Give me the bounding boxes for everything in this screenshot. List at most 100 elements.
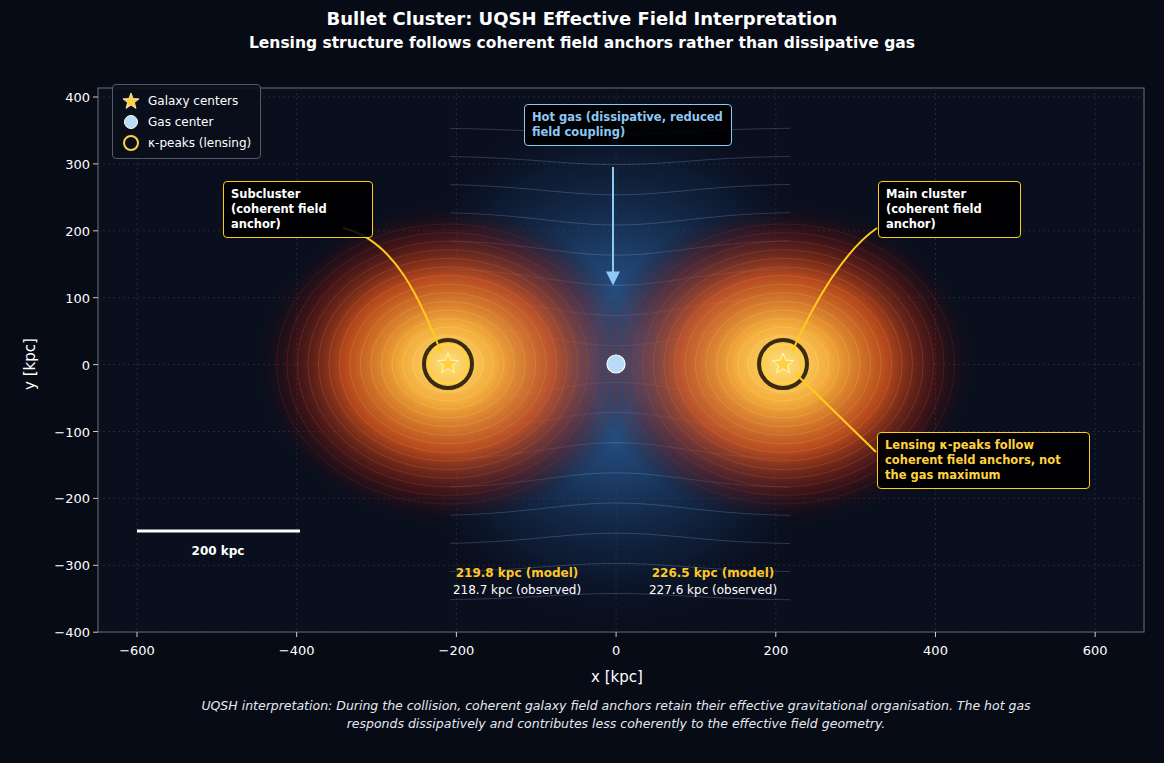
contour-line (664, 267, 902, 461)
gas-contour (450, 184, 790, 194)
legend-swatch (122, 113, 140, 131)
tick-label: −100 (54, 424, 90, 439)
contour-line (748, 336, 818, 392)
contour-line (371, 301, 525, 426)
axis-label: y [kpc] (21, 338, 39, 390)
contour-line (413, 336, 483, 392)
tick-label: 0 (612, 643, 620, 658)
gas-contour (450, 156, 790, 164)
tick-label: 400 (65, 90, 90, 105)
tick-mark (93, 163, 98, 164)
leader-lines (343, 167, 877, 452)
tick-mark (93, 230, 98, 231)
grid-line (98, 632, 1144, 633)
lensing-contours (277, 224, 955, 504)
tick-mark (1095, 632, 1096, 637)
contour-line (696, 293, 871, 435)
tick-label: 600 (1083, 643, 1108, 658)
peak-shadow (424, 340, 472, 388)
kappa-peak-ring (764, 345, 802, 383)
contour-line (717, 310, 850, 418)
contour-line (277, 224, 620, 504)
legend-entry: Gas center (122, 111, 251, 132)
title: Bullet Cluster: UQSH Effective Field Int… (327, 8, 838, 29)
contour-line (727, 319, 839, 410)
legend-text: Galaxy centers (148, 94, 238, 108)
peak-shadow (759, 340, 807, 388)
leader-line (792, 228, 877, 352)
tick-label: 100 (65, 290, 90, 305)
tick-label: 0 (82, 357, 90, 372)
contour-line (403, 327, 494, 401)
contour-line (350, 284, 546, 444)
tick-mark (775, 632, 776, 637)
contour-line (382, 310, 515, 418)
tick-mark (935, 632, 936, 637)
tick-label: −400 (54, 625, 90, 640)
contour-line (675, 276, 892, 453)
contour-line (329, 267, 567, 461)
callout-text: Hot gas (dissipative, reduced field coup… (532, 110, 724, 140)
contour-line (685, 284, 881, 444)
gas-contour (450, 533, 790, 543)
leader-line (796, 374, 876, 452)
legend-text: Gas center (148, 115, 213, 129)
peaks (424, 340, 807, 388)
tick-mark (93, 364, 98, 365)
callout-box: Main cluster (coherent field anchor) (878, 181, 1021, 238)
tick-mark (93, 632, 98, 633)
legend-star (123, 93, 139, 108)
plot-frame (98, 88, 1144, 632)
axis-label: x [kpc] (591, 668, 643, 686)
callout-text: Main cluster (coherent field anchor) (886, 187, 1013, 232)
tick-label: −600 (119, 643, 155, 658)
scale-label: 200 kpc (192, 544, 245, 558)
grid-line (1095, 88, 1096, 632)
tick-mark (93, 498, 98, 499)
tick-mark (93, 431, 98, 432)
tick-mark (456, 632, 457, 637)
contour-line (654, 258, 913, 469)
tick-mark (296, 632, 297, 637)
tick-label: 400 (923, 643, 948, 658)
grid-line (137, 88, 138, 632)
legend-text: κ-peaks (lensing) (148, 136, 251, 150)
kappa-peak-ring (429, 345, 467, 383)
subcluster-blob (258, 204, 638, 524)
callout-box: Hot gas (dissipative, reduced field coup… (524, 104, 732, 146)
leader-line (343, 228, 441, 352)
galaxy-center-star (438, 353, 459, 373)
tick-label: 300 (65, 156, 90, 171)
callout-box: Subcluster (coherent field anchor) (223, 181, 373, 238)
legend: Galaxy centersGas center κ-peaks (lensing… (112, 84, 261, 159)
model-distance: 226.5 kpc (model) (652, 566, 775, 580)
contour-line (319, 258, 578, 469)
contour-line (287, 233, 609, 496)
tick-label: −200 (439, 643, 475, 658)
tick-mark (93, 97, 98, 98)
callout-text: Subcluster (coherent field anchor) (231, 187, 365, 232)
contour-line (308, 250, 588, 478)
callout-text: Lensing κ-peaks follow coherent field an… (885, 438, 1082, 483)
tick-label: 200 (763, 643, 788, 658)
tick-label: −200 (54, 491, 90, 506)
grid (98, 88, 1144, 632)
contour-line (361, 293, 536, 435)
axis-ticks (93, 97, 1095, 637)
galaxy-center-star (773, 353, 794, 373)
scale-bar (137, 530, 300, 533)
tick-label: −400 (279, 643, 315, 658)
legend-swatch (122, 134, 140, 152)
contour-line (424, 344, 473, 383)
caption: UQSH interpretation: During the collisio… (186, 697, 1046, 733)
legend-entry: Galaxy centers (122, 90, 251, 111)
contour-line (738, 327, 829, 401)
tick-mark (93, 565, 98, 566)
legend-entry: κ-peaks (lensing) (122, 132, 251, 153)
legend-dot (125, 115, 138, 128)
gas-center-dot (607, 355, 625, 373)
legend-ring (124, 136, 138, 150)
observed-distance: 227.6 kpc (observed) (649, 583, 777, 597)
tick-mark (137, 632, 138, 637)
